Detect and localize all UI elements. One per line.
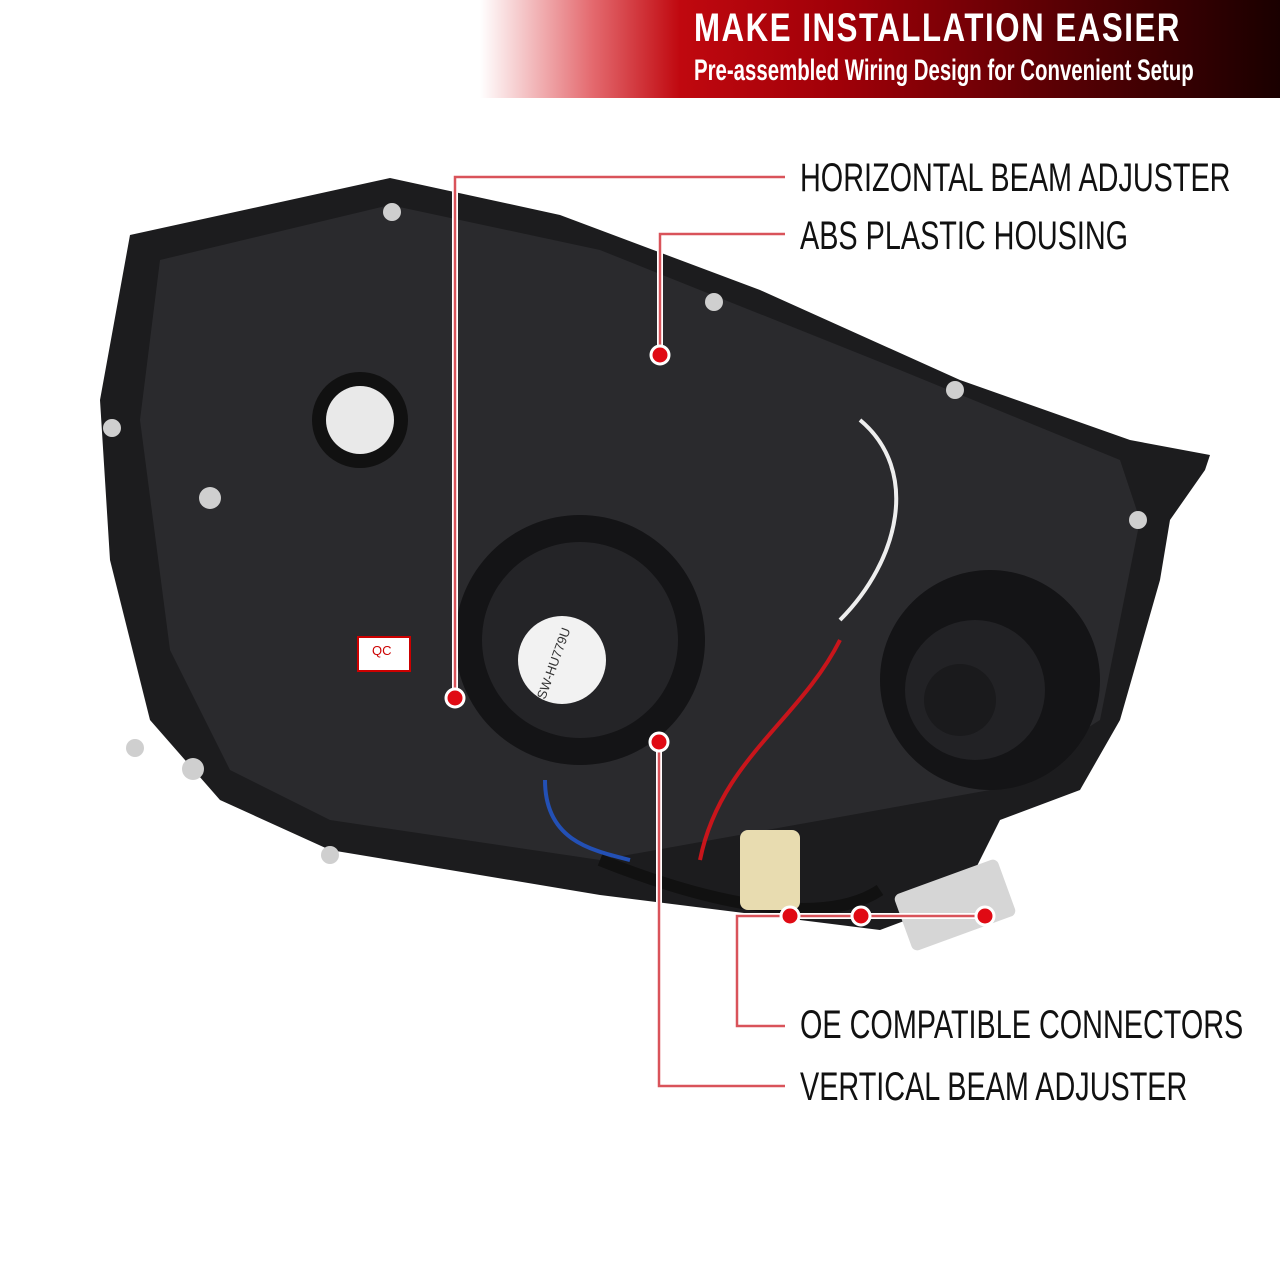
label-abs-plastic-housing: ABS PLASTIC HOUSING xyxy=(800,214,1129,258)
gray-connector xyxy=(894,859,1016,951)
label-horizontal-beam-adjuster: HORIZONTAL BEAM ADJUSTER xyxy=(800,156,1231,200)
callout-lines xyxy=(452,174,985,1089)
banner-title: MAKE INSTALLATION EASIER xyxy=(694,6,1181,50)
callout-line-abs-housing xyxy=(658,232,785,355)
yellow-connector xyxy=(740,830,800,910)
label-vertical-beam-adjuster: VERTICAL BEAM ADJUSTER xyxy=(800,1065,1188,1109)
callout-dot xyxy=(444,344,996,927)
screws xyxy=(103,203,1147,864)
qc-sticker xyxy=(357,636,411,672)
callout-dots xyxy=(444,344,996,927)
banner-subtitle: Pre-assembled Wiring Design for Convenie… xyxy=(694,54,1194,87)
callout-line-vertical-beam xyxy=(657,742,785,1088)
header-banner: MAKE INSTALLATION EASIER Pre-assembled W… xyxy=(480,0,1280,98)
callout-line-horizontal-beam xyxy=(453,175,785,698)
headlight-housing: SW-HU779U QC xyxy=(100,178,1210,951)
label-oe-compatible-connectors: OE COMPATIBLE CONNECTORS xyxy=(800,1003,1244,1047)
svg-text:QC: QC xyxy=(372,643,392,658)
